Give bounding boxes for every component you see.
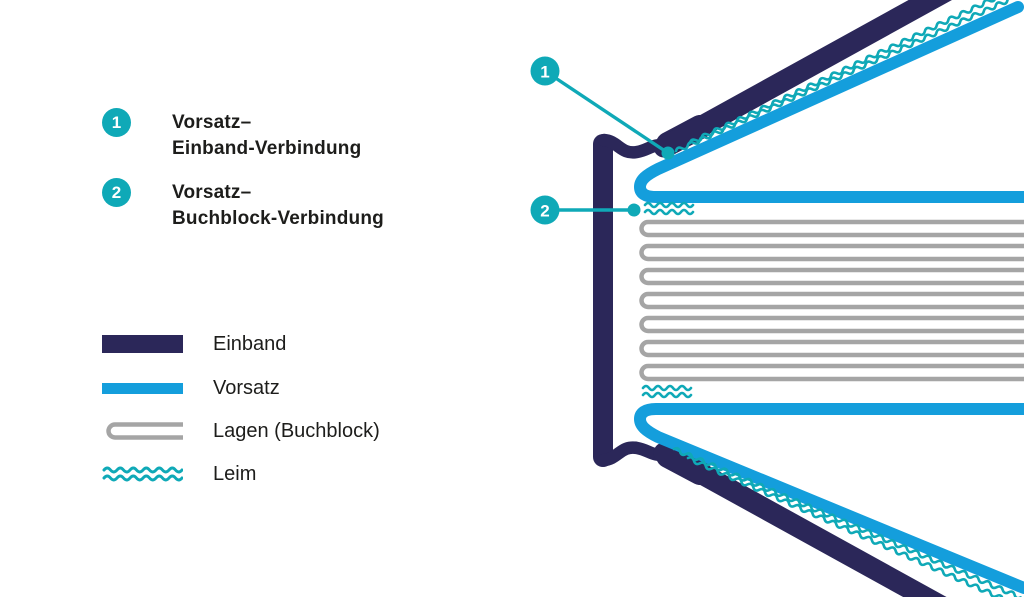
leim-wave-blockbottom-row1 [641,384,693,392]
callouts-group: 1 2 [530,56,675,225]
lage-hairpin [639,315,1024,334]
legend-label-leim: Leim [213,463,257,485]
callout-2-badge: 2 [102,178,131,207]
left-panel: 1 Vorsatz– Einband-Verbindung 2 Vorsatz–… [102,108,384,486]
callout-1-label: Vorsatz– Einband-Verbindung [172,110,361,162]
callout-2-label: Vorsatz– Buchblock-Verbindung [172,180,384,232]
vorsatz-group [634,1,1024,594]
callout-2-number: 2 [111,183,122,202]
leim-group [641,0,1022,597]
lage-hairpin [639,291,1024,310]
lage-hairpin [639,339,1024,358]
callout-1-line [544,69,669,155]
leim-wave-callout2-row2 [643,208,695,216]
callout-2-dot [627,203,641,217]
leim-swatch [102,466,183,482]
callout-1-label-line1: Vorsatz– [172,112,252,133]
vorsatz-bottom [634,403,1024,594]
legend-row-lagen: Lagen (Buchblock) [102,419,380,443]
leim-wave-bottom-diagonal-upper [672,446,1022,597]
callout-item-1: 1 Vorsatz– Einband-Verbindung [102,108,361,162]
legend-row-einband: Einband [102,332,286,356]
lage-hairpin [639,267,1024,286]
vorsatz-swatch [102,382,183,394]
leim-wave-bottom-diagonal-lower [686,456,1004,597]
einband-cover-bottom [653,442,947,597]
einband-swatch [102,335,183,353]
callout-2-label-line2: Buchblock-Verbindung [172,208,384,229]
legend-row-leim: Leim [102,462,256,486]
lage-hairpin [639,243,1024,262]
lagen-group [639,219,1024,382]
callout-item-2: 2 Vorsatz– Buchblock-Verbindung [102,178,384,232]
callout-2-marker-number: 2 [540,202,549,221]
lage-hairpin [639,219,1024,238]
callout-1-badge: 1 [102,108,131,137]
legend-label-lagen: Lagen (Buchblock) [213,420,380,442]
leim-wave-callout2-row1 [643,201,695,209]
vorsatz-top [634,1,1024,203]
legend-label-vorsatz: Vorsatz [213,377,280,399]
callout-1-dot [661,146,675,160]
lage-hairpin [639,363,1024,382]
legend-row-vorsatz: Vorsatz [102,376,280,400]
leim-wave-top-diagonal-upper [688,0,996,145]
callout-2-marker [530,195,560,225]
callout-1-marker [530,56,560,86]
callout-1-label-line2: Einband-Verbindung [172,138,362,159]
leim-wave-blockbottom-row2 [641,391,693,399]
callout-2-label-line1: Vorsatz– [172,182,252,203]
einband-group [593,0,952,597]
legend-label-einband: Einband [213,333,287,355]
callout-1-marker-number: 1 [540,63,549,82]
lagen-swatch [106,422,183,440]
einband-cover-top [653,0,952,158]
callout-1-number: 1 [111,113,122,132]
